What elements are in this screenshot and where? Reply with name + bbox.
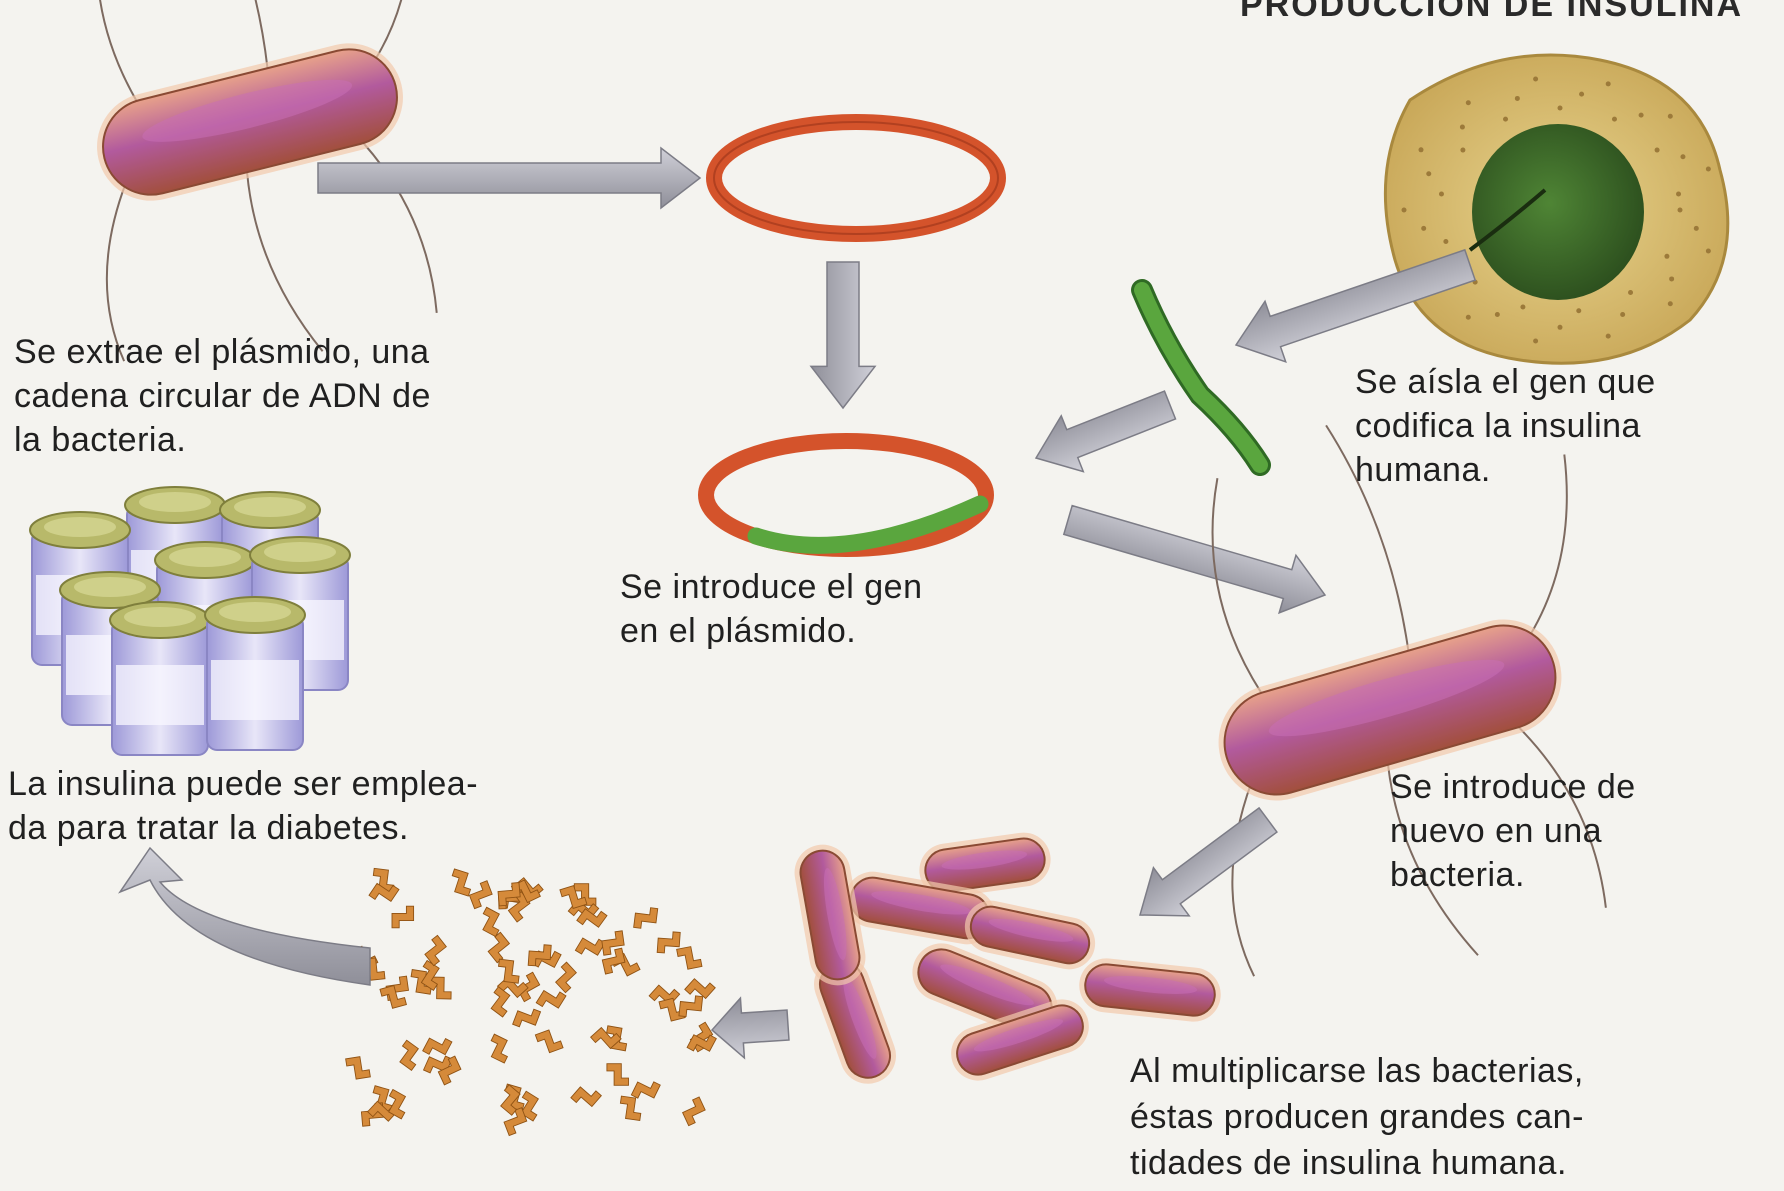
vial-cap-top: [44, 517, 116, 537]
insulin-vial: [205, 597, 305, 750]
insulin-molecule: [551, 962, 582, 993]
cell-granule: [1558, 325, 1563, 330]
caption-bacteria-multiply: Al multiplicarse las bacterias, éstas pr…: [1130, 1048, 1780, 1186]
cell-granule: [1669, 276, 1674, 281]
cell-granule: [1443, 239, 1448, 244]
arrow-to-vials: [120, 848, 370, 985]
caption-insert-gene: Se introduce el gen en el plásmido.: [620, 565, 1040, 653]
vial-cap-top: [219, 602, 291, 622]
insulin-molecule: [485, 987, 515, 1017]
insulin-molecule: [677, 945, 702, 970]
cell-granule: [1680, 154, 1685, 159]
cell-granule: [1402, 208, 1407, 213]
recombinant-plasmid: [706, 441, 986, 549]
arrow-shape: [1025, 377, 1181, 486]
cell-granule: [1676, 192, 1681, 197]
arrow-to-bacterium: [1060, 491, 1334, 624]
cell-nucleus: [1472, 124, 1644, 300]
insulin-molecule: [435, 1056, 464, 1085]
cell-granule: [1579, 92, 1584, 97]
cell-granule: [1466, 315, 1471, 320]
cell-granule: [1606, 81, 1611, 86]
arrow-multiply: [1122, 796, 1286, 939]
cell-granule: [1533, 338, 1538, 343]
title-fragment: PRODUCCIÓN DE INSULINA: [1240, 0, 1784, 25]
arrow-insert-gene: [1025, 377, 1181, 486]
cell-granule: [1439, 192, 1444, 197]
insulin-molecule: [571, 1081, 601, 1111]
vial-label: [211, 660, 299, 720]
insulin-vial: [110, 602, 210, 755]
cell-granule: [1515, 96, 1520, 101]
cell-granule: [1706, 167, 1711, 172]
insulin-molecule: [484, 932, 514, 962]
vial-cap-top: [139, 492, 211, 512]
vial-label: [116, 665, 204, 725]
cell-granule: [1606, 334, 1611, 339]
insulin-molecule: [575, 932, 605, 962]
cell-granule: [1664, 254, 1669, 259]
cell-granule: [1576, 308, 1581, 313]
vial-cap-top: [264, 542, 336, 562]
cell-granule: [1668, 301, 1673, 306]
cell-granule: [1668, 114, 1673, 119]
colony-bacterium: [790, 840, 870, 990]
cell-granule: [1533, 77, 1538, 82]
insulin-molecule: [448, 869, 475, 896]
cell-granule: [1419, 147, 1424, 152]
cell-granule: [1612, 117, 1617, 122]
colony-bacterium: [1077, 956, 1224, 1025]
insulin-molecule: [513, 1004, 541, 1032]
arrow-produce-insulin: [710, 995, 790, 1060]
insulin-molecule: [467, 881, 495, 909]
insulin-molecule: [392, 906, 414, 928]
arrow-shape: [710, 995, 790, 1060]
insulin-molecule: [607, 1064, 629, 1086]
insulin-molecule: [679, 994, 703, 1018]
vial-cap-top: [169, 547, 241, 567]
cell-granule: [1639, 113, 1644, 118]
cell-granule: [1694, 226, 1699, 231]
vial-cap-top: [124, 607, 196, 627]
cell-granule: [1426, 171, 1431, 176]
insulin-molecule: [346, 1056, 371, 1081]
cell-granule: [1706, 248, 1711, 253]
cell-granule: [1628, 290, 1633, 295]
cell-granule: [1466, 100, 1471, 105]
cell-granule: [1460, 148, 1465, 153]
caption-isolate-gene: Se aísla el gen que codifica la insulina…: [1355, 360, 1775, 492]
insulin-molecule: [485, 1034, 514, 1063]
arrow-shape: [1060, 491, 1334, 624]
insulin-molecule: [394, 1040, 424, 1070]
cell-granule: [1495, 312, 1500, 317]
insulin-molecule: [535, 1027, 563, 1055]
cell-granule: [1678, 208, 1683, 213]
insulin-molecule: [420, 935, 450, 965]
cell-granule: [1520, 305, 1525, 310]
caption-insulin-use: La insulina puede ser emplea- da para tr…: [8, 762, 648, 850]
caption-extract-plasmid: Se extrae el plásmido, una cadena circul…: [14, 330, 614, 462]
cell-granule: [1460, 125, 1465, 130]
insulin-molecule: [476, 907, 505, 936]
insulin-molecule: [497, 959, 521, 983]
plasmid-ring-outline: [714, 122, 998, 234]
arrow-plasmid-down: [811, 262, 875, 408]
cell-granule: [1503, 117, 1508, 122]
vial-cap-top: [234, 497, 306, 517]
vial-cap-top: [74, 577, 146, 597]
flagellum: [200, 0, 273, 72]
arrow-shape: [1122, 796, 1286, 939]
cell-granule: [1655, 148, 1660, 153]
insulin-molecule: [618, 1096, 642, 1120]
flagellum: [1199, 782, 1303, 977]
insulin-molecule: [634, 906, 658, 930]
cell-granule: [1620, 312, 1625, 317]
arrow-shape: [811, 262, 875, 408]
insulin-molecule: [680, 1097, 709, 1126]
cell-granule: [1421, 226, 1426, 231]
cell-granule: [1558, 106, 1563, 111]
caption-reinsert-bacterium: Se introduce de nuevo en una bacteria.: [1390, 765, 1770, 897]
flagellum: [76, 0, 151, 104]
